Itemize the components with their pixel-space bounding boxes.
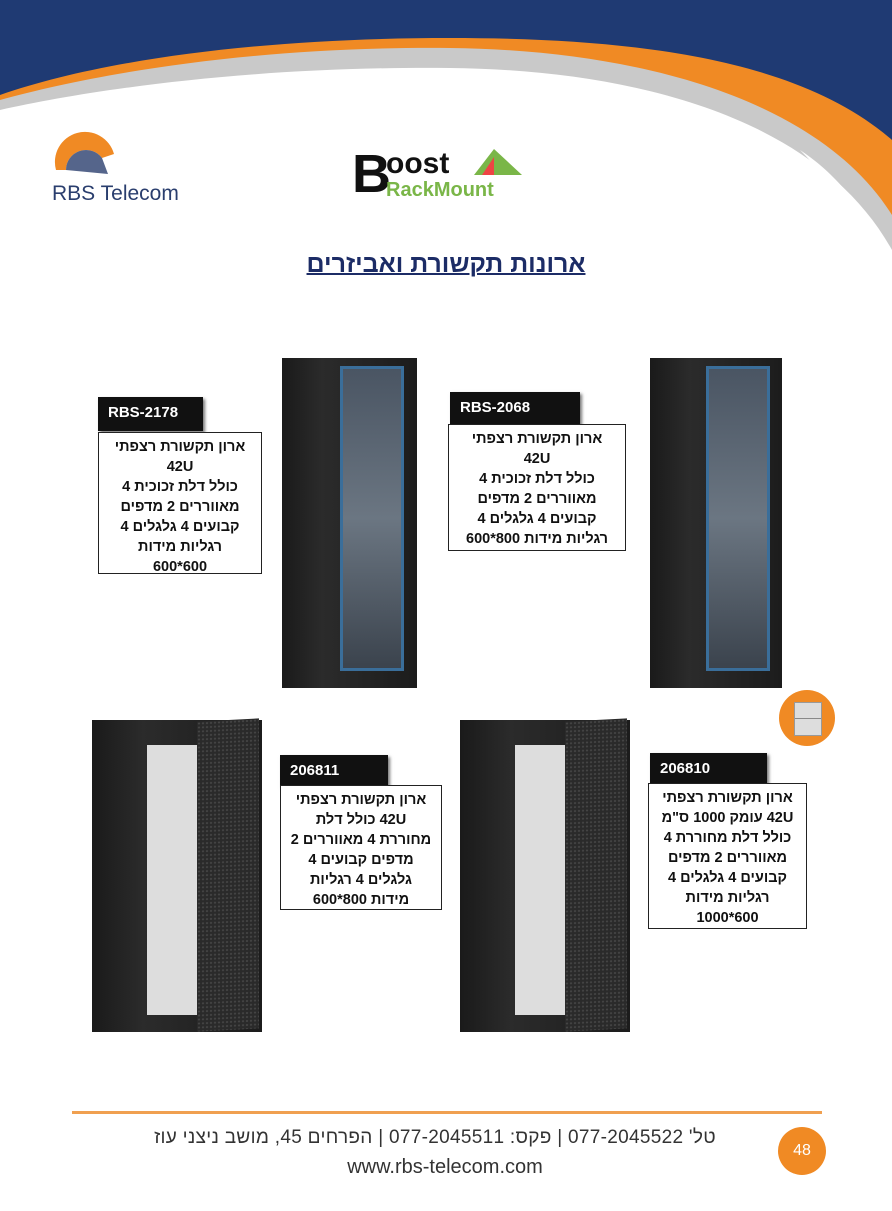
description-line: קבועים 4 גלגלים 4 [667, 870, 787, 886]
perforated-door-cabinet-image [460, 718, 630, 1032]
description-line: קבועים 4 גלגלים 4 [120, 519, 240, 535]
product-code-label: RBS-2068 [450, 392, 580, 425]
description-line: ארון תקשורת רצפתי [114, 439, 246, 455]
product-description: ארון תקשורת רצפתי 42U כולל דלת מחוררת 4 … [280, 785, 442, 910]
description-line: 600*1000 [696, 910, 759, 926]
rbs-telecom-logo: RBS Telecom [52, 120, 187, 205]
glass-door-cabinet-image [650, 358, 782, 688]
description-line: מדפים קבועים 4 [308, 852, 414, 868]
product-code-label: 206810 [650, 753, 767, 785]
footer-divider [72, 1111, 822, 1114]
rbs-logo-text: RBS Telecom [52, 182, 179, 205]
footer-contact: טל' 077-2045522 | פקס: 077-2045511 | הפר… [154, 1127, 716, 1148]
product-code-label: 206811 [280, 755, 388, 787]
header-wave-decoration [0, 0, 892, 330]
cabinet-icon-badge [779, 690, 835, 746]
description-line: ארון תקשורת רצפתי [662, 790, 793, 806]
description-line: מאווררים 2 מדפים [120, 499, 240, 515]
description-line: 42U [523, 451, 551, 467]
description-line: כולל דלת זכוכית 4 [122, 479, 238, 495]
boost-arrow-icon [474, 149, 522, 175]
drawer-icon [794, 702, 822, 736]
page-title: ארונות תקשורת ואביזרים [306, 250, 586, 278]
description-line: גלגלים 4 רגליות [309, 872, 412, 888]
description-line: מידות 800*600 [312, 892, 410, 908]
description-line: רגליות מידות [685, 890, 770, 906]
product-description: ארון תקשורת רצפתי 42U עומק 1000 ס"מ כולל… [648, 783, 807, 929]
rbs-globe-icon [54, 131, 114, 174]
glass-door-cabinet-image [282, 358, 417, 688]
perforated-door-cabinet-image [92, 718, 262, 1032]
description-line: ארון תקשורת רצפתי [295, 792, 427, 808]
description-line: מאווררים 2 מדפים [477, 491, 597, 507]
product-code-label: RBS-2178 [98, 397, 203, 431]
description-line: מאווררים 2 מדפים [667, 850, 788, 866]
page-number: 48 [778, 1127, 826, 1175]
description-line: מחוררת 4 מאווררים 2 [290, 832, 432, 848]
description-line: 600*600 [152, 559, 208, 575]
boost-rackmount-logo: B oost RackMount [352, 145, 532, 205]
product-description: ארון תקשורת רצפתי 42U כולל דלת זכוכית 4 … [98, 432, 262, 575]
description-line: ארון תקשורת רצפתי [471, 431, 603, 447]
product-description: ארון תקשורת רצפתי 42U כולל דלת זכוכית 4 … [448, 424, 626, 551]
description-line: 42U כולל דלת [315, 812, 407, 828]
footer-website[interactable]: www.rbs-telecom.com [347, 1156, 543, 1178]
description-line: כולל דלת מחוררת 4 [663, 830, 792, 846]
description-line: רגליות מידות [138, 539, 222, 555]
description-line: רגליות מידות 800*600 [466, 531, 608, 547]
description-line: 42U עומק 1000 ס"מ [661, 810, 794, 826]
description-line: קבועים 4 גלגלים 4 [477, 511, 597, 527]
description-line: כולל דלת זכוכית 4 [479, 471, 595, 487]
description-line: 42U [166, 459, 194, 475]
